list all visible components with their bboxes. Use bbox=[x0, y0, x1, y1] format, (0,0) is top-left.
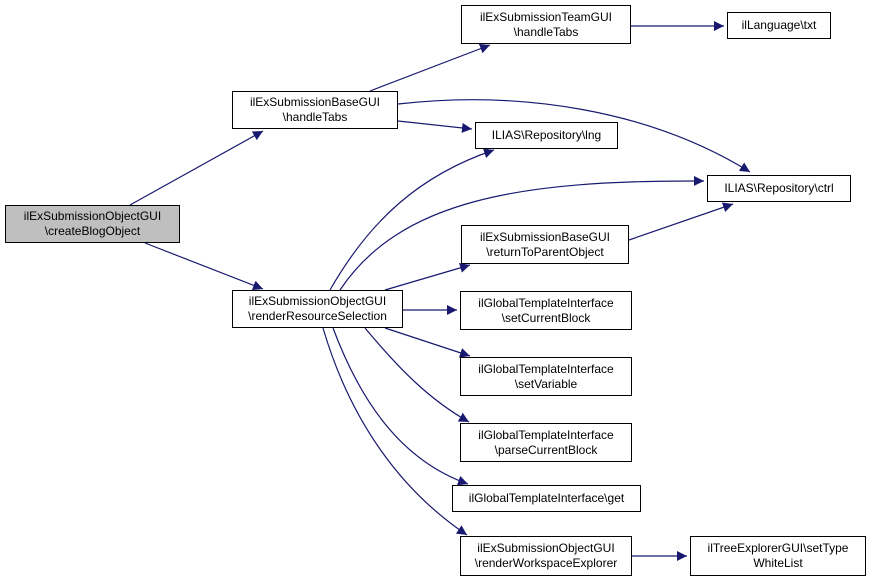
node-label-method: \handleTabs bbox=[282, 110, 348, 124]
node-label: ILIAS\Repository\lng bbox=[491, 128, 602, 142]
node-setCurrentBlock[interactable]: ilGlobalTemplateInterface \setCurrentBlo… bbox=[460, 291, 632, 330]
edge-n7-n5 bbox=[628, 202, 734, 241]
node-label-method: \returnToParentObject bbox=[486, 244, 604, 259]
node-label-method: WhiteList bbox=[753, 556, 803, 570]
node-label-method: \renderResourceSelection bbox=[248, 309, 387, 323]
node-label-method: \setCurrentBlock bbox=[501, 310, 591, 325]
node-label-class: ilExSubmissionObjectGUI bbox=[23, 209, 162, 223]
node-repository-lng[interactable]: ILIAS\Repository\lng bbox=[475, 122, 618, 149]
node-label-method: \setVariable bbox=[514, 376, 578, 391]
node-label-class: ilExSubmissionTeamGUI bbox=[479, 9, 613, 24]
node-label-method: \renderWorkspaceExplorer bbox=[474, 556, 618, 570]
edge-n6-n5 bbox=[339, 175, 705, 291]
node-label-class: ilExSubmissionBaseGUI bbox=[249, 95, 381, 109]
node-label-class: ilGlobalTemplateInterface bbox=[478, 361, 614, 376]
edge-n1-n5 bbox=[397, 99, 751, 173]
node-label-class: ilTreeExplorerGUI\setType bbox=[707, 541, 849, 555]
node-renderWorkspaceExplorer[interactable]: ilExSubmissionObjectGUI \renderWorkspace… bbox=[460, 536, 632, 576]
edge-n6-n7 bbox=[384, 263, 471, 291]
node-label-class: ilGlobalTemplateInterface bbox=[478, 427, 614, 442]
node-base-handleTabs[interactable]: ilExSubmissionBaseGUI \handleTabs bbox=[232, 91, 398, 129]
node-team-handleTabs[interactable]: ilExSubmissionTeamGUI \handleTabs bbox=[461, 5, 631, 44]
node-language-txt[interactable]: ilLanguage\txt bbox=[727, 12, 831, 39]
node-label-method: \createBlogObject bbox=[44, 224, 141, 238]
edge-n6-n11 bbox=[332, 327, 469, 486]
edge-n6-n4 bbox=[329, 148, 495, 291]
edge-n0-n1 bbox=[129, 130, 264, 206]
node-label-class: ilExSubmissionObjectGUI bbox=[248, 294, 387, 308]
edge-n6-n12 bbox=[322, 327, 468, 536]
node-label-class: ilExSubmissionBaseGUI bbox=[479, 229, 611, 244]
node-createBlogObject: ilExSubmissionObjectGUI \createBlogObjec… bbox=[5, 205, 180, 243]
node-label: ILIAS\Repository\ctrl bbox=[724, 181, 834, 195]
edge-n1-n2 bbox=[369, 43, 491, 92]
node-label: ilGlobalTemplateInterface\get bbox=[468, 491, 625, 505]
edge-n0-n6 bbox=[144, 242, 264, 291]
node-setTypeWhiteList[interactable]: ilTreeExplorerGUI\setType WhiteList bbox=[690, 536, 866, 576]
node-parseCurrentBlock[interactable]: ilGlobalTemplateInterface \parseCurrentB… bbox=[460, 423, 632, 462]
node-template-get[interactable]: ilGlobalTemplateInterface\get bbox=[452, 485, 641, 512]
node-label-method: \parseCurrentBlock bbox=[494, 442, 598, 457]
edge-n1-n4 bbox=[397, 120, 473, 133]
node-repository-ctrl[interactable]: ILIAS\Repository\ctrl bbox=[707, 175, 851, 202]
node-label-class: ilGlobalTemplateInterface bbox=[478, 295, 614, 310]
edge-n6-n9 bbox=[384, 327, 471, 358]
node-returnToParentObject[interactable]: ilExSubmissionBaseGUI \returnToParentObj… bbox=[461, 225, 629, 264]
node-label-class: ilExSubmissionObjectGUI bbox=[477, 541, 615, 555]
node-label: ilLanguage\txt bbox=[741, 18, 817, 32]
node-label-method: \handleTabs bbox=[513, 24, 579, 39]
node-renderResourceSelection[interactable]: ilExSubmissionObjectGUI \renderResourceS… bbox=[232, 290, 403, 328]
edge-n6-n10 bbox=[364, 327, 470, 423]
node-setVariable[interactable]: ilGlobalTemplateInterface \setVariable bbox=[460, 357, 632, 396]
